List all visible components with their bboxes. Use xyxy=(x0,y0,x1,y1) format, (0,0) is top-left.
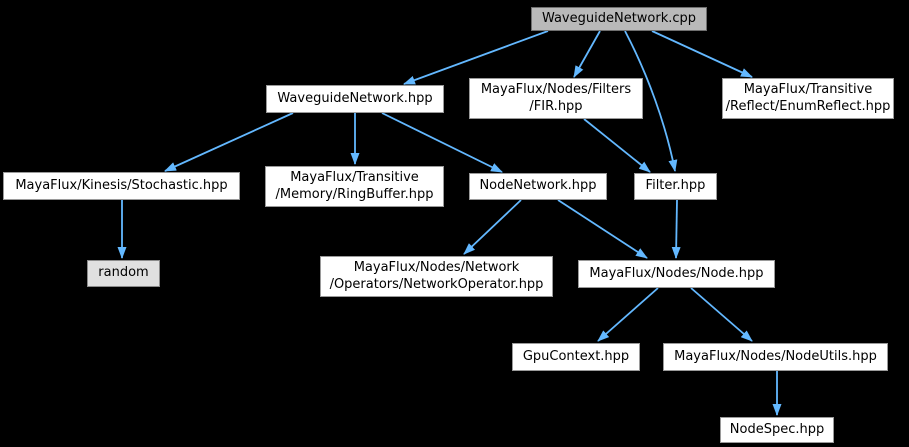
edge-cpp-to-enum-reflect xyxy=(651,30,753,78)
edge-node-network-to-node xyxy=(557,199,648,259)
edge-waveguide-hpp-to-stochastic xyxy=(164,112,294,172)
edge-cpp-to-waveguide-hpp xyxy=(403,30,549,85)
edge-node-to-gpu-context xyxy=(597,287,659,342)
graph-node-enum-reflect-hpp[interactable]: MayaFlux/Transitive /Reflect/EnumReflect… xyxy=(722,78,894,119)
graph-node-waveguide-network-cpp: WaveguideNetwork.cpp xyxy=(531,7,707,31)
edge-node-network-to-network-operator xyxy=(463,199,522,255)
edge-waveguide-hpp-to-node-network xyxy=(381,112,503,173)
graph-node-waveguide-network-hpp[interactable]: WaveguideNetwork.hpp xyxy=(266,85,444,113)
edge-node-to-node-utils xyxy=(690,287,753,342)
graph-node-node-spec-hpp[interactable]: NodeSpec.hpp xyxy=(720,417,834,443)
graph-node-random: random xyxy=(87,260,160,287)
graph-node-stochastic-hpp[interactable]: MayaFlux/Kinesis/Stochastic.hpp xyxy=(3,172,240,200)
graph-node-filter-hpp[interactable]: Filter.hpp xyxy=(634,173,717,200)
graph-node-node-hpp[interactable]: MayaFlux/Nodes/Node.hpp xyxy=(578,260,775,288)
graph-node-ring-buffer-hpp[interactable]: MayaFlux/Transitive /Memory/RingBuffer.h… xyxy=(265,166,444,207)
graph-node-fir-hpp[interactable]: MayaFlux/Nodes/Filters /FIR.hpp xyxy=(469,78,643,119)
edge-cpp-to-filter xyxy=(624,30,678,172)
edge-filter-to-node xyxy=(671,199,681,259)
graph-node-node-network-hpp[interactable]: NodeNetwork.hpp xyxy=(469,173,607,200)
graph-node-node-utils-hpp[interactable]: MayaFlux/Nodes/NodeUtils.hpp xyxy=(663,343,888,371)
graph-node-gpu-context-hpp[interactable]: GpuContext.hpp xyxy=(512,343,640,371)
graph-node-network-operator-hpp[interactable]: MayaFlux/Nodes/Network /Operators/Networ… xyxy=(320,256,553,297)
edge-fir-to-filter xyxy=(583,118,651,173)
edge-cpp-to-fir xyxy=(573,30,601,78)
